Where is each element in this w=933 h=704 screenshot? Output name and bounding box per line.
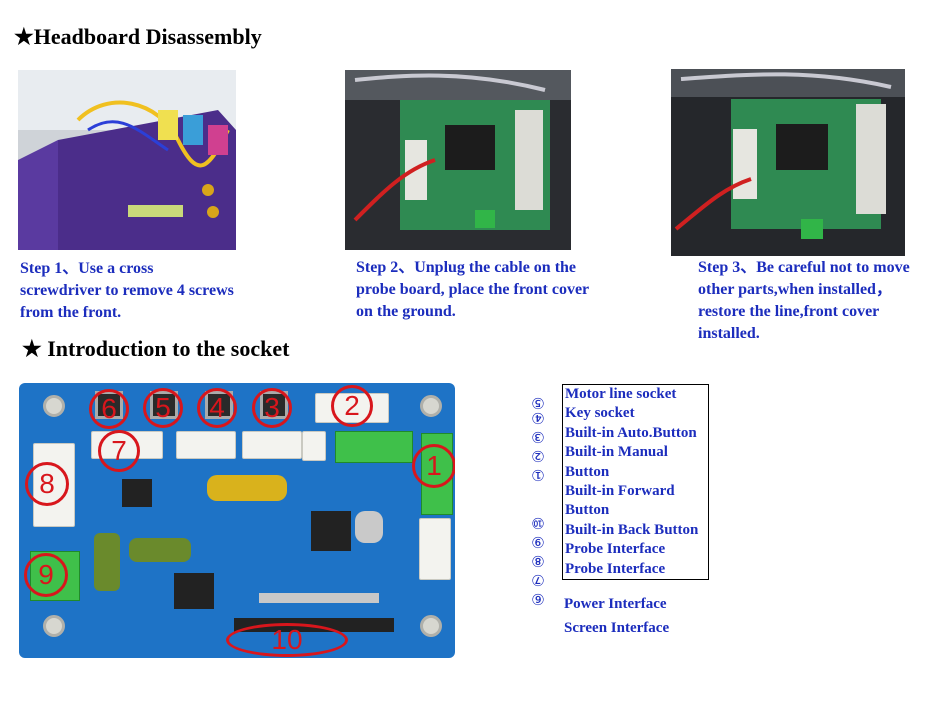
headboard-title: ★Headboard Disassembly [14,24,262,49]
pin-row [259,593,379,603]
legend-item: Probe Interface [565,560,666,577]
legend-numbers-6-10: ⑥⑦⑧⑨⑩ [529,513,547,608]
inductor [174,573,214,609]
mount-hole [420,395,442,417]
capacitor [94,533,120,591]
legend-numbers-1-4: ①②③④ [529,408,547,484]
legend-box: Motor line socket Key socket Built-in Au… [562,384,709,580]
legend-item: Probe Interface [565,541,666,558]
step-2-photo [345,70,571,250]
mark-5: 5 [143,388,183,428]
chip [311,511,351,551]
step-1-text: Step 1、Use a cross screwdriver to remove… [20,260,234,321]
capacitor [207,475,287,501]
mark-9: 9 [24,553,68,597]
connector [242,431,302,459]
mark-3: 3 [252,388,292,428]
step-2-text: Step 2、Unplug the cable on the probe boa… [356,259,589,320]
connector [176,431,236,459]
legend-item: Built-in Manual Button [565,444,668,480]
legend-item: Built-in Back Button [565,521,699,538]
step-1-photo [18,70,236,250]
connector [302,431,326,461]
mark-7: 7 [98,430,140,472]
mount-hole [420,615,442,637]
legend-item: Key socket [565,405,635,422]
crystal [355,511,383,543]
legend-item: Built-in Forward Button [565,483,675,519]
socket-title: ★ Introduction to the socket [22,336,290,361]
legend-power-interface: Power Interface [564,596,667,612]
legend-screen-interface: Screen Interface [564,620,670,636]
chip [122,479,152,507]
capacitor [129,538,191,562]
step-3-photo [671,69,905,256]
green-terminal [335,431,413,463]
mount-hole [43,615,65,637]
connector [419,518,451,580]
controller-board-photo: 6 5 4 3 2 7 8 1 9 10 [19,383,455,658]
step-3-text: Step 3、Be careful not to move other part… [698,259,910,342]
mark-1: 1 [412,444,455,488]
mark-10: 10 [226,623,348,657]
legend-item: Built-in Auto.Button [565,424,697,441]
mark-2: 2 [331,385,373,427]
mark-8: 8 [25,462,69,506]
legend-item: Motor line socket [565,386,677,402]
mark-6: 6 [89,389,129,429]
mark-4: 4 [197,388,237,428]
mount-hole [43,395,65,417]
